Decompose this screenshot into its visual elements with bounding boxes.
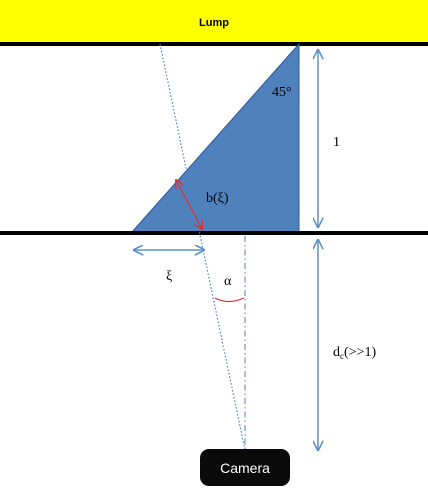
alpha-label: α	[224, 274, 232, 289]
lump-label: Lump	[199, 17, 229, 29]
distance-label: dc(>>1)	[333, 345, 376, 361]
height-label: 1	[333, 135, 340, 150]
xi-label: ξ	[166, 269, 172, 284]
lump-band	[0, 0, 428, 43]
light-ray	[159, 43, 246, 451]
alpha-arc	[214, 297, 245, 303]
b-xi-label: b(ξ)	[206, 191, 229, 206]
camera-label: Camera	[220, 459, 270, 476]
angle-45-label: 45°	[272, 85, 292, 100]
b-xi-arrow	[176, 180, 202, 229]
camera-box: Camera	[200, 449, 290, 486]
